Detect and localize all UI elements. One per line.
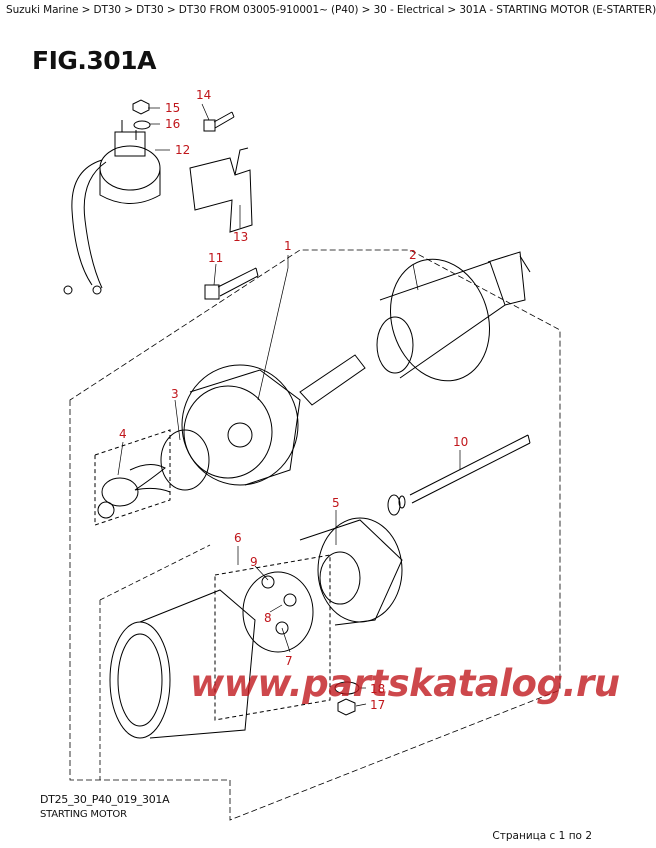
callout-10: 10 (453, 435, 468, 449)
nut-washer-bottom (334, 681, 360, 716)
end-cap-part (299, 517, 403, 626)
callout-2: 2 (409, 248, 417, 262)
callout-14: 14 (196, 88, 211, 102)
callout-12: 12 (175, 143, 190, 157)
callout-9: 9 (250, 555, 258, 569)
breadcrumb: Suzuki Marine > DT30 > DT30 > DT30 FROM … (6, 4, 656, 16)
watermark: www.partskatalog.ru (190, 662, 620, 705)
pinion-spring-part (94, 429, 210, 526)
callout-15: 15 (165, 101, 180, 115)
callout-4: 4 (119, 427, 127, 441)
page-indicator: Страница с 1 по 2 (492, 830, 592, 842)
callout-7: 7 (285, 654, 293, 668)
housing-part (181, 364, 301, 486)
callout-17: 17 (370, 698, 385, 712)
callout-18: 18 (370, 682, 385, 696)
nut-washer-top (132, 99, 151, 130)
solenoid-part (63, 120, 161, 295)
figure-title: FIG.301A (32, 46, 156, 75)
callout-3: 3 (171, 387, 179, 401)
figure-code: DT25_30_P40_019_301A (40, 793, 170, 806)
bolt-14 (203, 111, 235, 132)
callout-16: 16 (165, 117, 180, 131)
callout-5: 5 (332, 496, 340, 510)
callout-6: 6 (234, 531, 242, 545)
callout-13: 13 (233, 230, 248, 244)
callout-11: 11 (208, 251, 223, 265)
figure-name: STARTING MOTOR (40, 809, 127, 820)
inner-frame (99, 544, 211, 780)
yoke-part (109, 589, 256, 739)
through-bolt-10 (387, 434, 531, 516)
callout-8: 8 (264, 611, 272, 625)
callout-1: 1 (284, 239, 292, 253)
assembly-frame (69, 249, 561, 821)
armature-part (299, 251, 531, 406)
exploded-diagram: 15 16 12 14 13 11 1 2 3 4 10 5 6 9 8 7 1… (63, 88, 561, 821)
bolt-11 (204, 267, 259, 300)
bracket-13 (189, 147, 253, 233)
brush-holder-part (214, 554, 331, 721)
